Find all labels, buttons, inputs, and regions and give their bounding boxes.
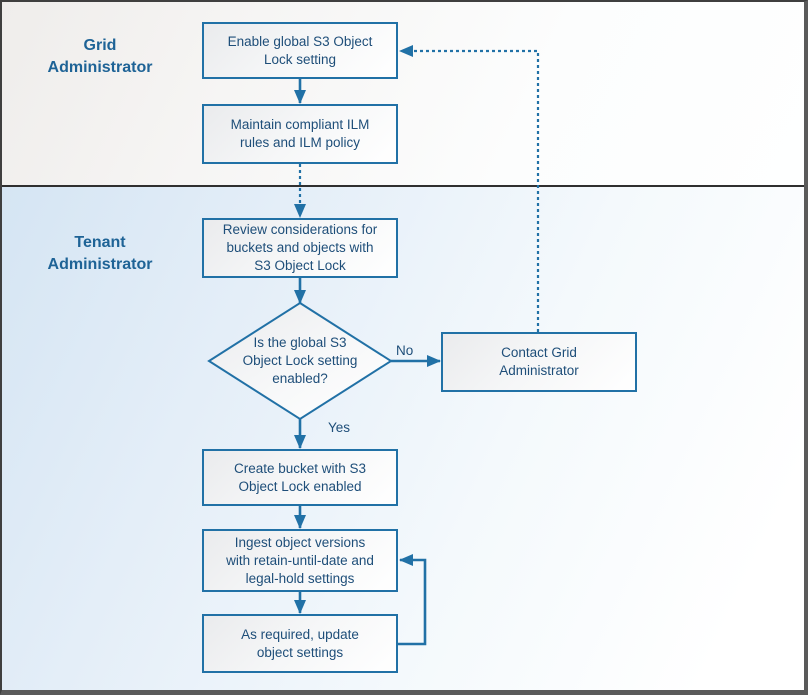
node-update-object-settings: As required, update object settings: [202, 614, 398, 673]
node-review-considerations: Review considerations for buckets and ob…: [202, 218, 398, 278]
edge-label-no: No: [396, 343, 414, 358]
lane-grid-administrator: [2, 2, 804, 185]
node-contact-label: Contact Grid Administrator: [499, 345, 579, 378]
feedback-contact-to-enable-dashed: [399, 45, 540, 332]
node-maintain-label: Maintain compliant ILM rules and ILM pol…: [230, 117, 370, 150]
node-ingest-label: Ingest object versions with retain-until…: [226, 534, 374, 586]
node-review-label: Review considerations for buckets and ob…: [222, 222, 378, 273]
node-enable-label: Enable global S3 Object Lock setting: [227, 33, 373, 67]
edge-label-yes: Yes: [328, 420, 351, 435]
node-enable-global-s3-object-lock: Enable global S3 Object Lock setting: [202, 22, 398, 79]
loop-update-to-ingest: [398, 554, 427, 646]
lane-label-grid-administrator: Grid Administrator: [47, 37, 153, 76]
node-maintain-compliant-ilm: Maintain compliant ILM rules and ILM pol…: [202, 104, 398, 164]
lane-tenant-administrator: [2, 187, 804, 690]
node-create-label: Create bucket with S3 Object Lock enable…: [233, 460, 367, 494]
node-contact-grid-administrator: Contact Grid Administrator: [441, 332, 637, 392]
node-ingest-object-versions: Ingest object versions with retain-until…: [202, 529, 398, 592]
decision-question-label: Is the global S3 Object Lock setting ena…: [242, 335, 358, 386]
node-update-label: As required, update object settings: [241, 626, 359, 660]
lane-label-tenant-administrator: Tenant Administrator: [47, 234, 153, 273]
lane-divider: [2, 185, 804, 187]
node-create-bucket: Create bucket with S3 Object Lock enable…: [202, 449, 398, 506]
